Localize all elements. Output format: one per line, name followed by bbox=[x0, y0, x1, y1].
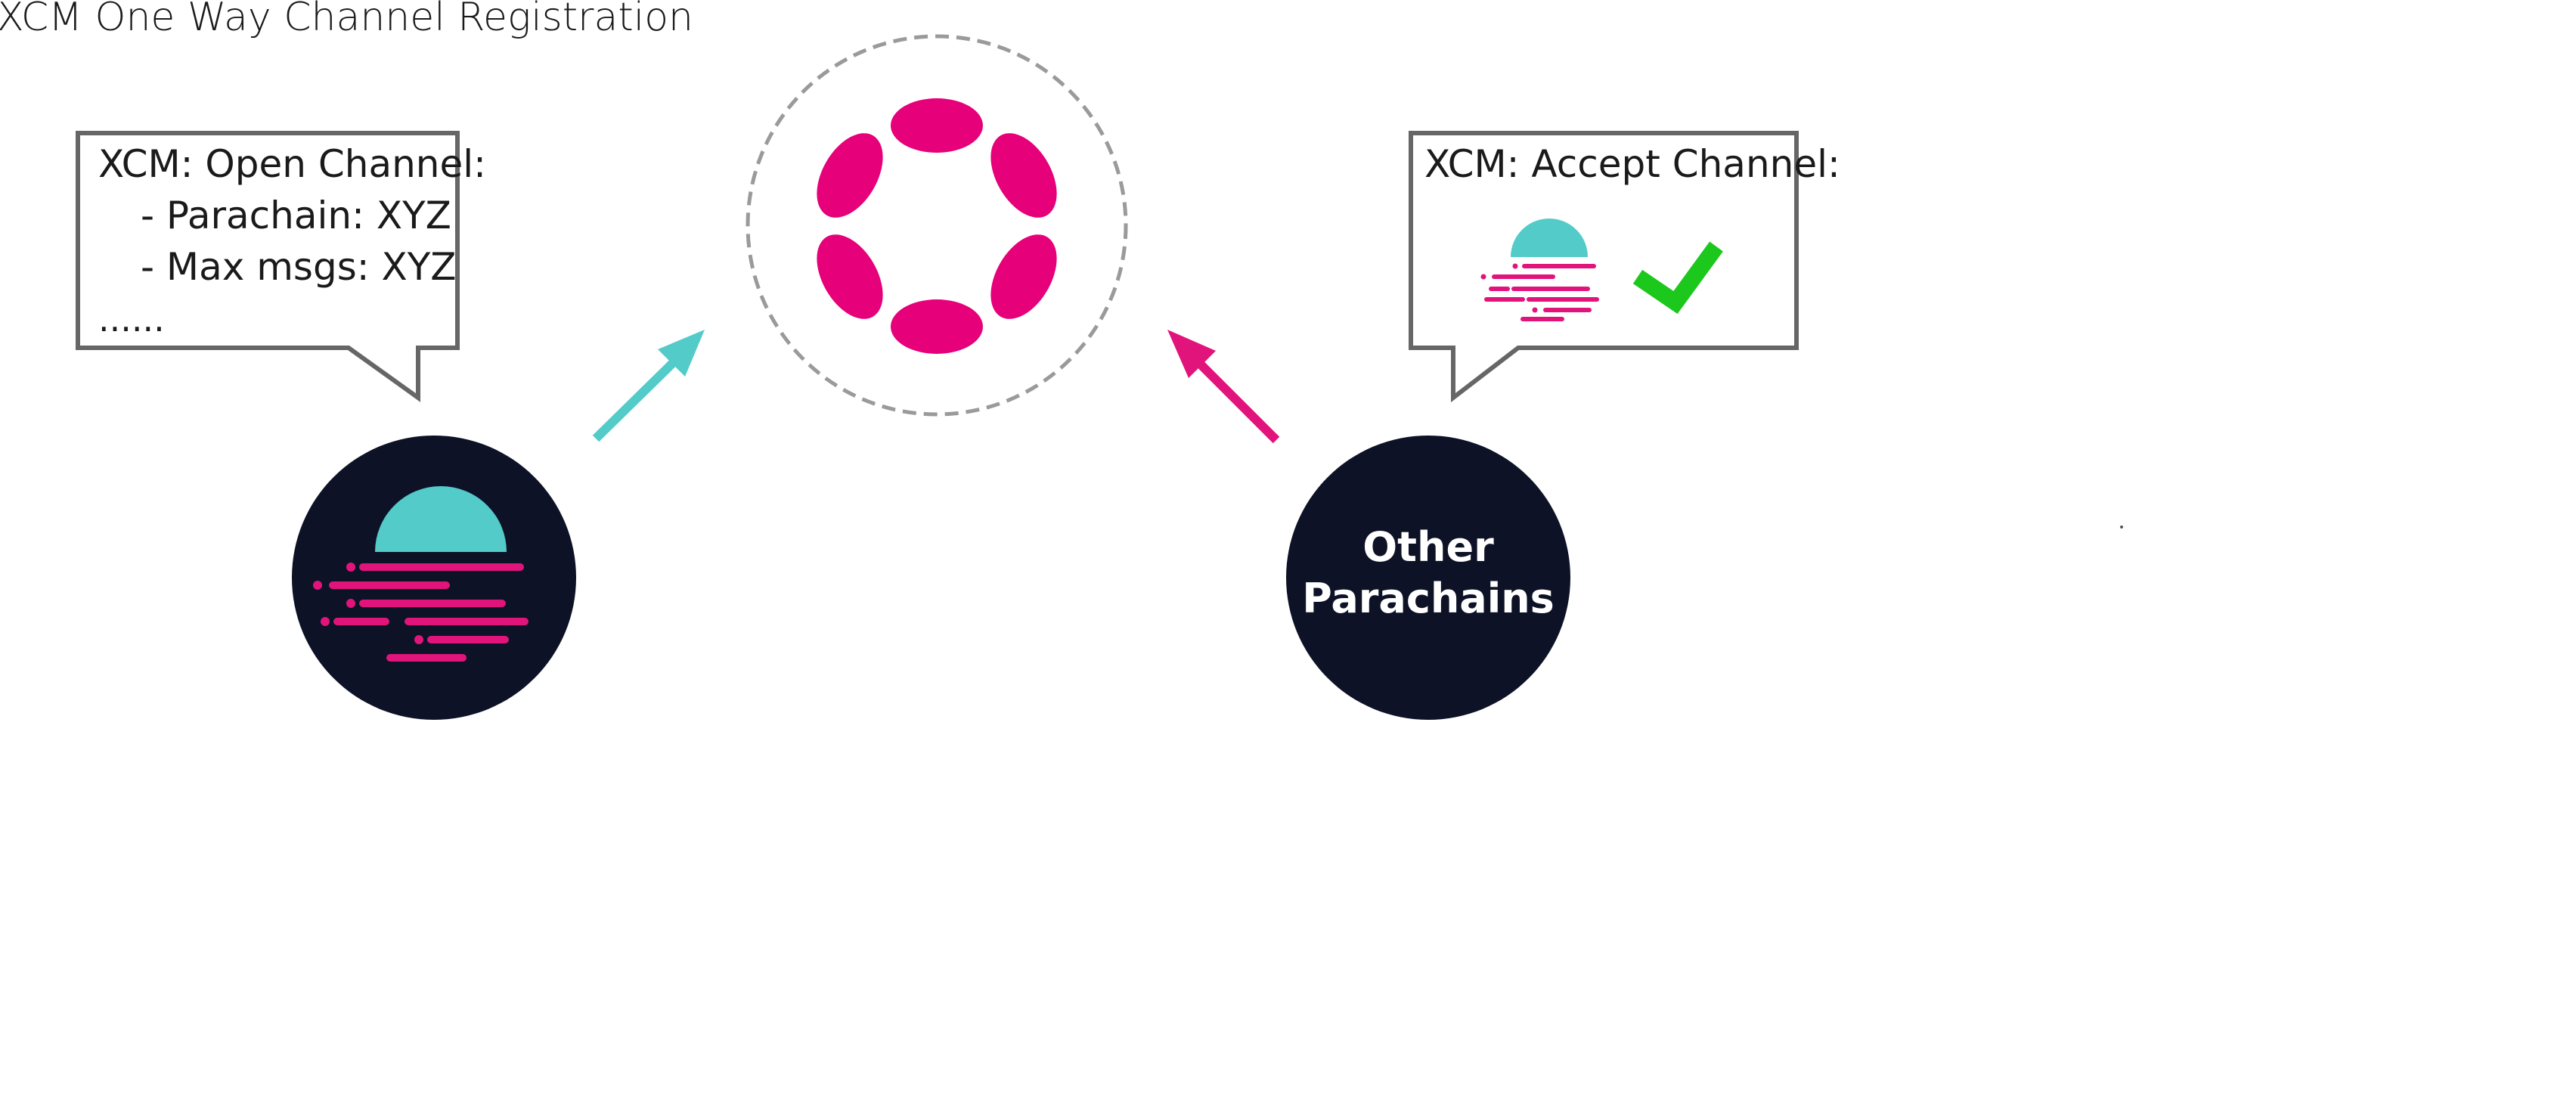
other-parachains-node: Other Parachains bbox=[1286, 436, 1570, 720]
arrow-up-left-icon bbox=[1167, 330, 1280, 444]
relay-dashed-circle bbox=[746, 34, 1128, 417]
open-channel-line-1: XCM: Open Channel: bbox=[98, 142, 486, 186]
open-channel-line-3: - Max msgs: XYZ bbox=[141, 245, 457, 289]
other-parachains-line-2: Parachains bbox=[1302, 575, 1555, 622]
moonbeam-logo-icon bbox=[313, 486, 529, 662]
open-channel-bubble-shape bbox=[76, 131, 460, 402]
diagram-title: XCM One Way Channel Registration bbox=[0, 0, 693, 40]
moonbeam-node-circle bbox=[292, 436, 576, 720]
open-channel-line-4: ...... bbox=[98, 299, 165, 339]
checkmark-icon bbox=[1632, 241, 1723, 315]
other-parachains-circle bbox=[1286, 436, 1570, 720]
moonbeam-node bbox=[292, 436, 576, 720]
polkadot-logo-icon bbox=[817, 98, 1057, 354]
mini-moonbeam-icon bbox=[1480, 219, 1599, 321]
accept-channel-line-1: XCM: Accept Channel: bbox=[1424, 142, 1840, 186]
relay-chain-node bbox=[746, 34, 1128, 417]
open-channel-bubble: XCM: Open Channel: - Parachain: XYZ - Ma… bbox=[76, 131, 486, 402]
stray-dot bbox=[2120, 525, 2123, 529]
accept-channel-bubble: XCM: Accept Channel: bbox=[1409, 131, 1840, 403]
arrow-up-right-icon bbox=[592, 330, 705, 442]
other-parachains-line-1: Other bbox=[1362, 523, 1494, 571]
accept-channel-bubble-shape bbox=[1409, 131, 1799, 403]
open-channel-line-2: - Parachain: XYZ bbox=[141, 194, 451, 237]
